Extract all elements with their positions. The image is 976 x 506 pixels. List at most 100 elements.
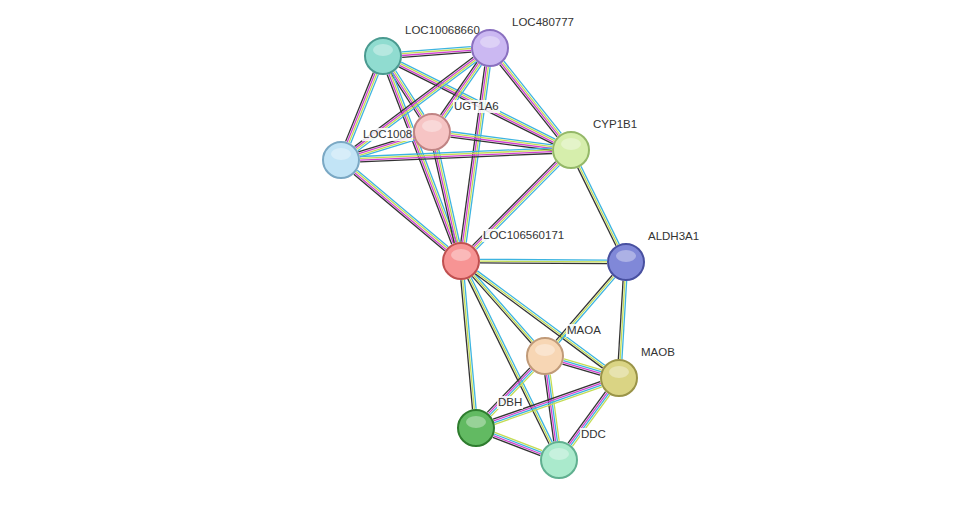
evidence-line (435, 151, 456, 243)
evidence-line (360, 152, 552, 160)
evidence-line (480, 260, 607, 262)
node-label: CYP1B1 (592, 118, 638, 131)
evidence-line (563, 362, 601, 373)
protein-node: LOC10068660 (364, 37, 402, 75)
node-label: LOC1008 (362, 128, 413, 141)
node-gloss (451, 249, 471, 261)
protein-node: LOC480777 (471, 29, 509, 67)
evidence-line (494, 385, 601, 422)
evidence-line (472, 276, 531, 343)
interaction-edge (556, 275, 615, 343)
evidence-line (437, 150, 458, 242)
evidence-line (477, 271, 604, 365)
evidence-line (501, 63, 558, 135)
evidence-line (402, 52, 471, 57)
interaction-edge (545, 374, 559, 441)
evidence-line (618, 281, 623, 359)
protein-node: DBH (457, 409, 495, 447)
protein-node: ALDH3A1 (607, 243, 645, 281)
evidence-line (562, 364, 600, 375)
interaction-edge (461, 280, 476, 409)
node-gloss (480, 36, 500, 48)
node-gloss (331, 148, 351, 160)
evidence-line (451, 132, 552, 145)
node-gloss (616, 250, 636, 262)
evidence-line (480, 262, 607, 264)
evidence-line (488, 369, 531, 414)
evidence-line (494, 434, 542, 452)
protein-node: LOC106560171 (442, 242, 480, 280)
evidence-line (434, 151, 455, 243)
interaction-edge (568, 392, 610, 447)
evidence-line (354, 174, 445, 251)
node-label: DDC (580, 428, 607, 441)
node-label: ALDH3A1 (647, 230, 700, 243)
interaction-edge (493, 382, 602, 425)
protein-node: CYP1B1 (552, 131, 590, 169)
node-label: DBH (497, 396, 523, 409)
evidence-line (451, 135, 552, 148)
evidence-line (356, 172, 447, 249)
evidence-line (357, 170, 448, 247)
evidence-line (463, 280, 475, 409)
node-label: UGT1A6 (453, 100, 500, 113)
interaction-edge (562, 359, 601, 375)
protein-node: UGT1A6 (413, 113, 451, 151)
evidence-line (480, 259, 607, 261)
evidence-line (476, 272, 603, 366)
evidence-line (493, 437, 541, 455)
evidence-line (579, 167, 617, 245)
protein-node: DDC (540, 441, 578, 479)
evidence-line (360, 150, 552, 158)
interaction-edge (354, 170, 448, 251)
node-label: LOC10068660 (404, 24, 481, 37)
evidence-line (557, 276, 613, 341)
evidence-line (545, 375, 554, 441)
evidence-line (572, 395, 610, 446)
evidence-line (581, 166, 619, 244)
node-label: LOC106560171 (482, 229, 565, 242)
evidence-line (461, 280, 473, 409)
node-gloss (422, 120, 442, 132)
evidence-line (578, 168, 616, 246)
interaction-edge (402, 47, 472, 58)
node-label: MAOB (640, 346, 676, 359)
interaction-edge (578, 166, 619, 245)
node-gloss (561, 138, 581, 150)
evidence-line (451, 134, 552, 147)
evidence-line (503, 62, 560, 134)
evidence-line (500, 65, 557, 137)
evidence-line (439, 150, 460, 242)
evidence-line (504, 61, 561, 133)
interaction-edge (450, 132, 552, 150)
interaction-edge (500, 61, 562, 137)
evidence-line (487, 368, 530, 413)
evidence-line (355, 173, 446, 250)
evidence-line (556, 275, 612, 340)
evidence-line (569, 393, 607, 444)
interaction-edge (618, 281, 626, 359)
node-gloss (535, 344, 555, 356)
node-gloss (373, 44, 393, 56)
protein-node: LOC1008 (322, 141, 360, 179)
evidence-line (571, 394, 609, 445)
interaction-edge (480, 259, 607, 263)
node-gloss (466, 416, 486, 428)
interaction-edge (493, 432, 542, 455)
evidence-line (547, 375, 556, 441)
interaction-edge (434, 150, 460, 243)
protein-node: MAOA (526, 337, 564, 375)
evidence-line (360, 154, 552, 162)
protein-node: MAOB (600, 359, 638, 397)
evidence-line (493, 436, 541, 454)
interaction-edge (360, 148, 552, 162)
node-gloss (609, 366, 629, 378)
evidence-line (559, 278, 615, 343)
node-label: LOC480777 (511, 16, 575, 29)
evidence-line (494, 383, 601, 420)
node-label: MAOA (566, 324, 602, 337)
node-gloss (549, 448, 569, 460)
interaction-edge (475, 271, 605, 368)
evidence-line (493, 382, 600, 419)
